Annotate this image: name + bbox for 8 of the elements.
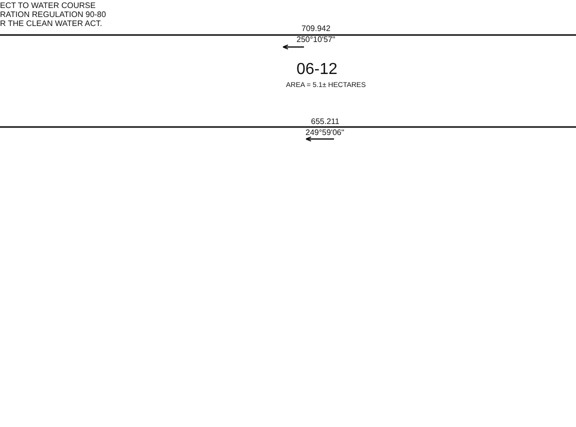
bearing-label: 250°10'57" (296, 36, 336, 44)
distance-label: 709.942 (302, 25, 330, 33)
parcel-number: 06-12 (296, 62, 338, 78)
note-text: ECT TO WATER COURSE (0, 2, 96, 10)
bearing-label: 249°59'06" (306, 129, 344, 137)
note-text: R THE CLEAN WATER ACT. (0, 20, 102, 28)
note-text: RATION REGULATION 90-80 (0, 11, 106, 19)
distance-label: 655.211 (311, 118, 340, 126)
